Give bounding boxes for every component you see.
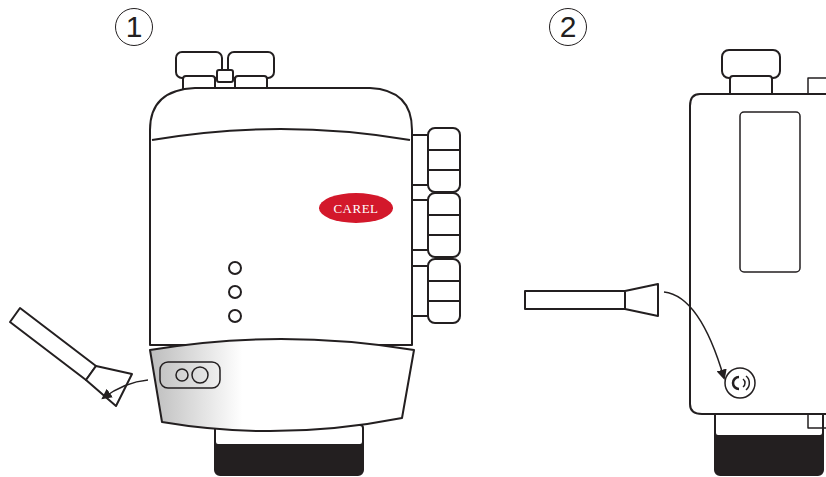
cover-latch <box>176 369 188 381</box>
wall-bracket <box>808 78 826 428</box>
body-edge <box>152 129 410 140</box>
callout-number: 1 <box>115 8 153 46</box>
cover-latch <box>160 362 220 388</box>
callout-number: 2 <box>549 8 587 46</box>
status-led <box>229 310 241 322</box>
status-led <box>229 286 241 298</box>
motion-arrow <box>664 292 724 378</box>
mount-base <box>715 412 823 475</box>
cable-gland <box>408 128 460 323</box>
side-panel <box>740 112 800 272</box>
mount-base <box>715 412 823 436</box>
cable-gland <box>722 50 780 96</box>
screwdriver <box>525 284 658 316</box>
logo-text: CAREL <box>333 202 378 215</box>
callout-text: 1 <box>126 12 143 42</box>
device-body <box>690 94 826 414</box>
nfc-symbol <box>725 368 755 398</box>
device-body <box>150 88 412 345</box>
cover-latch <box>192 367 208 383</box>
mount-base <box>215 425 363 475</box>
callout-text: 2 <box>560 12 577 42</box>
motion-arrow <box>103 380 148 398</box>
brand-logo: CAREL <box>319 193 394 223</box>
status-led <box>229 262 241 274</box>
front-cover <box>150 339 414 431</box>
